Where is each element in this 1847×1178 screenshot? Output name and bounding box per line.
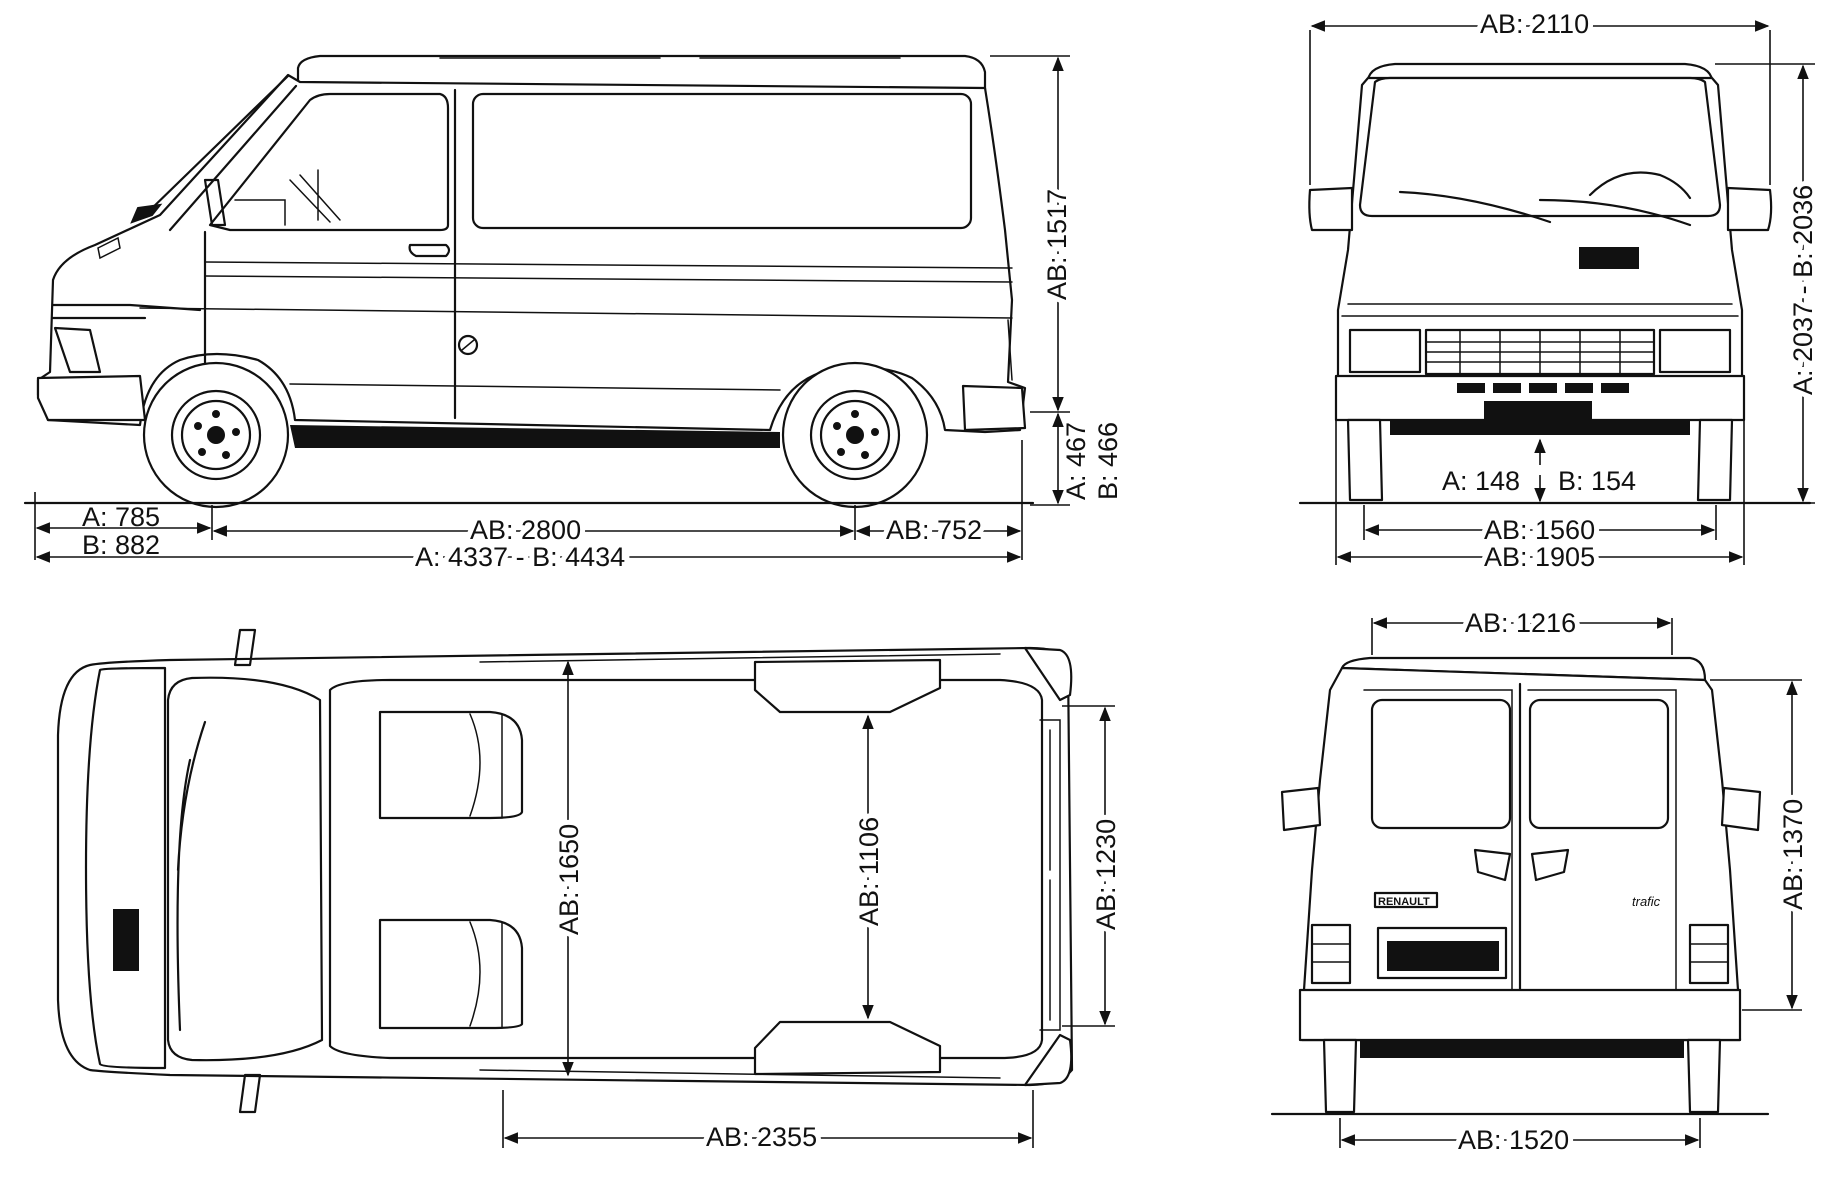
dim-body-width: AB: 1905 (1484, 542, 1595, 572)
dim-ground-clearance-b: B: 154 (1558, 466, 1636, 496)
dim-track-rear: AB: 1520 (1458, 1125, 1569, 1155)
rear-brand-badge: RENAULT (1378, 896, 1430, 908)
dim-total-length: A: 4337 - B: 4434 (415, 542, 625, 572)
dim-track-front: AB: 1560 (1484, 515, 1595, 545)
rear-model-badge: trafic (1632, 894, 1661, 909)
rear-view: RENAULT trafic AB: 1216 AB: 1370 AB: 152… (1270, 603, 1813, 1160)
dim-ground-clearance-a: A: 148 (1442, 466, 1520, 496)
front-view: AB: 2110 A: 2037 - B: 2036 A: 148 B: 154… (1298, 4, 1823, 577)
dim-height-upper: AB: 1517 (1042, 189, 1072, 300)
dim-front-overhang-a: A: 785 (82, 502, 160, 532)
dim-side-door-opening: AB: 1230 (1091, 819, 1121, 930)
dim-between-arches: AB: 1106 (854, 817, 884, 926)
dim-sill-height-a: A: 467 (1061, 422, 1091, 500)
dim-sill-height-b: B: 466 (1093, 422, 1123, 500)
side-front-wheel (142, 361, 290, 509)
dim-door-height: AB: 1370 (1778, 799, 1808, 910)
dim-wheelbase: AB: 2800 (470, 515, 581, 545)
dim-roof-width: AB: 1216 (1465, 608, 1576, 638)
top-view: AB: 1650 AB: 1106 AB: 1230 AB: 2355 (56, 628, 1126, 1157)
dim-load-length: AB: 2355 (706, 1122, 817, 1152)
dim-rear-overhang: AB: 752 (886, 515, 982, 545)
side-rear-wheel (781, 361, 929, 509)
dim-interior-width: AB: 1650 (554, 824, 584, 935)
dim-mirror-width: AB: 2110 (1480, 9, 1589, 39)
dim-total-height: A: 2037 - B: 2036 (1788, 185, 1818, 395)
dim-front-overhang-b: B: 882 (82, 530, 160, 560)
side-view: A: 785 B: 882 AB: 2800 AB: 752 A: 4337 -… (23, 54, 1123, 577)
